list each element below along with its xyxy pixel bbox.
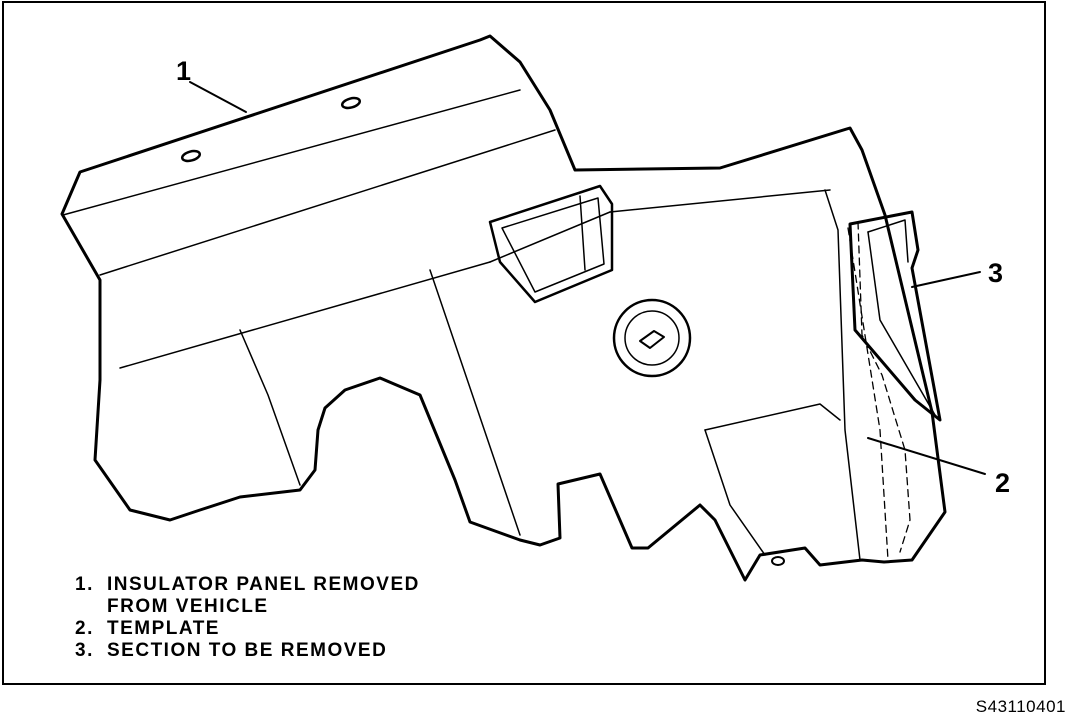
- panel-fold-line: [62, 89, 521, 216]
- callout-1: 1: [176, 56, 192, 86]
- fastener-inner: [624, 310, 680, 366]
- raised-box-inner: [579, 195, 586, 271]
- panel-fold-line: [824, 189, 861, 561]
- legend-number: [75, 596, 107, 618]
- panel-fold-line: [119, 261, 491, 369]
- legend: 1. INSULATOR PANEL REMOVED FROM VEHICLE …: [75, 574, 420, 662]
- legend-item: 1. INSULATOR PANEL REMOVED: [75, 574, 420, 596]
- legend-number: 1.: [75, 574, 94, 595]
- template-outline: [847, 227, 889, 561]
- mounting-hole: [771, 556, 785, 566]
- legend-item: 3. SECTION TO BE REMOVED: [75, 640, 420, 662]
- fastener-outer: [612, 298, 692, 378]
- leader-line-2: [867, 437, 986, 475]
- lower-recess: [704, 429, 766, 556]
- legend-number: 2.: [75, 618, 94, 639]
- lower-recess: [704, 403, 841, 431]
- template-outline: [857, 221, 911, 553]
- panel-fold-line: [429, 269, 521, 536]
- section-inner-line: [867, 219, 909, 263]
- raised-box-inner: [501, 197, 605, 293]
- callout-2: 2: [995, 468, 1011, 498]
- panel-fold-line: [489, 211, 611, 263]
- panel-fold-line: [609, 189, 831, 213]
- legend-text: TEMPLATE: [107, 618, 220, 639]
- figure-code: S43110401: [975, 697, 1066, 716]
- insulator-panel-outline: [60, 34, 947, 582]
- legend-text: FROM VEHICLE: [107, 596, 269, 617]
- panel-fold-line: [99, 129, 556, 276]
- mounting-hole: [180, 149, 202, 163]
- section-to-be-removed: [848, 210, 942, 422]
- leader-line-3: [911, 271, 981, 288]
- section-inner-line: [867, 231, 936, 416]
- legend-item: 2. TEMPLATE: [75, 618, 420, 640]
- callout-3: 3: [988, 258, 1004, 288]
- fastener-socket: [639, 330, 665, 349]
- leader-line-1: [189, 81, 247, 113]
- legend-text: SECTION TO BE REMOVED: [107, 640, 388, 661]
- legend-item: FROM VEHICLE: [75, 596, 420, 618]
- legend-text: INSULATOR PANEL REMOVED: [107, 574, 420, 595]
- figure-frame: [2, 1, 1046, 685]
- legend-number: 3.: [75, 640, 94, 661]
- panel-fold-line: [239, 329, 301, 486]
- mounting-hole: [340, 96, 362, 110]
- raised-box-feature: [488, 184, 614, 304]
